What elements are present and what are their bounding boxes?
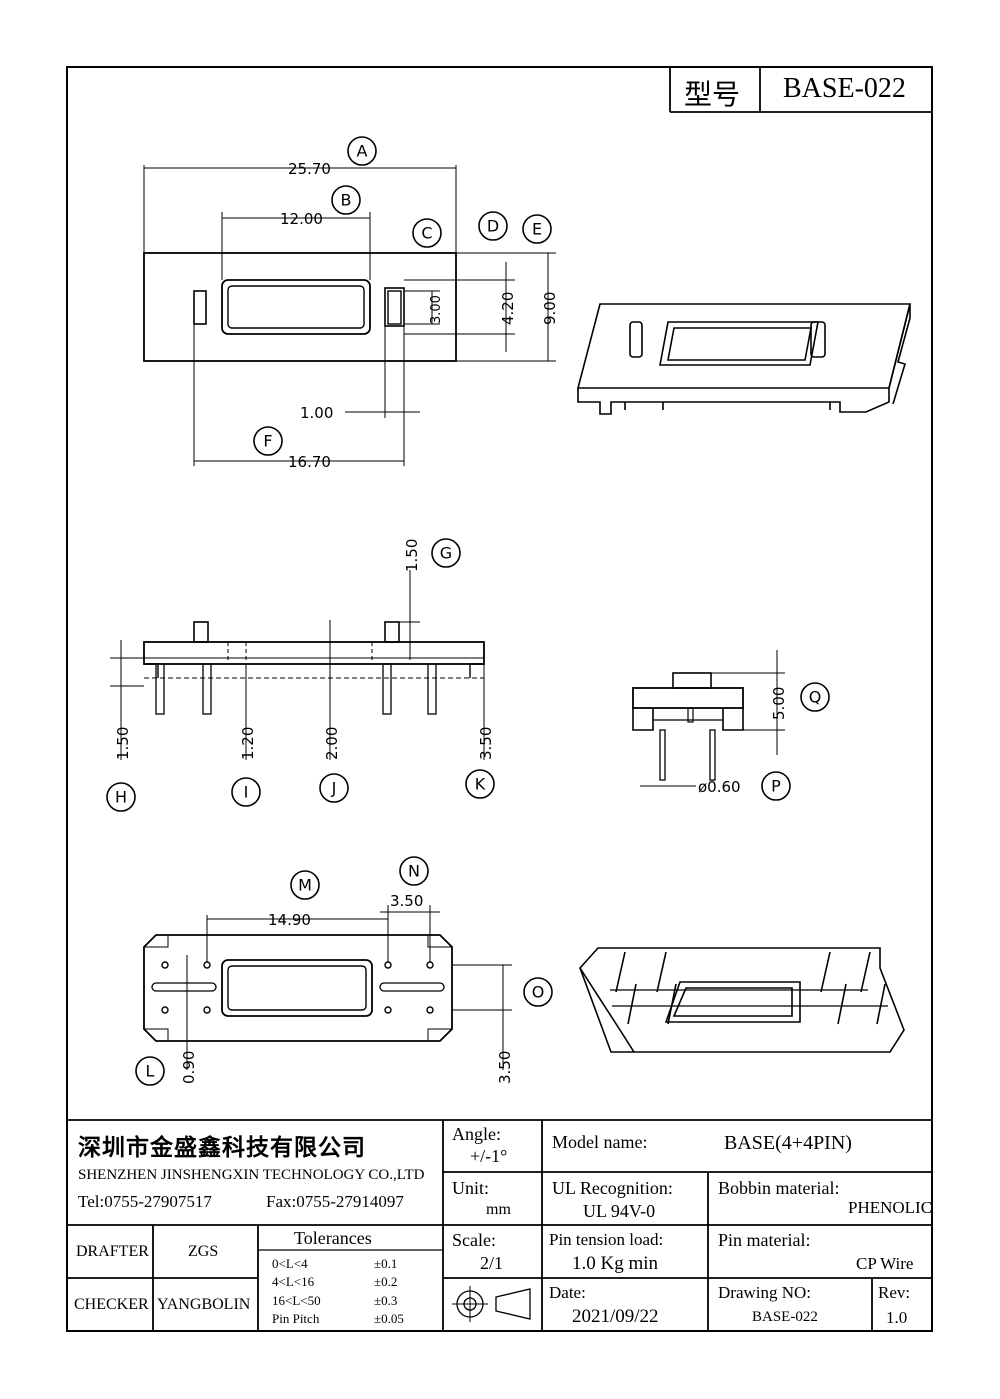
dim-B: 12.00 [280,210,323,228]
scale-value: 2/1 [480,1253,504,1273]
dim-P: ø0.60 [698,778,741,796]
dim-D: 4.20 [499,292,517,325]
isometric-bottom-view [578,947,905,1053]
unit-value: mm [486,1201,511,1218]
dim-E: 9.00 [541,292,559,325]
rev-label: Rev: [878,1283,911,1302]
tolerance-range: 16<L<50 [272,1293,321,1308]
pin-material-value: CP Wire [856,1254,914,1273]
pin-tension-value: 1.0 Kg min [572,1253,659,1274]
callout-J: J [331,779,337,798]
callout-I: I [244,783,249,802]
model-value: BASE-022 [783,73,906,104]
callout-N: N [408,862,420,881]
callout-Q: Q [809,688,822,707]
checker-label: CHECKER [74,1296,149,1313]
callout-C: C [421,224,432,243]
dim-L: 0.90 [180,1051,198,1084]
isometric-top-view [576,303,912,415]
ul-value: UL 94V-0 [583,1201,656,1221]
rev-value: 1.0 [886,1308,908,1327]
callout-G: G [440,544,452,563]
dim-K: 3.50 [477,727,495,760]
side-view [632,650,785,787]
dim-H: 1.50 [114,727,132,760]
ul-label: UL Recognition: [552,1178,673,1198]
callout-O: O [532,983,545,1002]
drafter-label: DRAFTER [76,1243,149,1260]
front-view [110,570,485,760]
drawing-no-value: BASE-022 [752,1309,818,1325]
bobbin-label: Bobbin material: [718,1178,840,1198]
tolerance-range: Pin Pitch [272,1311,320,1326]
tolerance-range: 4<L<16 [272,1274,315,1289]
company-fax: Fax:0755-27914097 [266,1192,404,1211]
scale-label: Scale: [452,1230,496,1250]
unit-label: Unit: [452,1178,490,1198]
dim-Q: 5.00 [770,687,788,720]
dim-N: 3.50 [390,892,423,910]
callout-M: M [298,876,312,895]
callout-L: L [146,1062,155,1081]
callout-E: E [532,220,542,239]
tolerance-value: ±0.3 [374,1293,398,1308]
drawing-no-label: Drawing NO: [718,1283,812,1302]
callout-F: F [263,432,272,451]
bobbin-value: PHENOLIC [848,1198,933,1217]
dim-I: 1.20 [239,727,257,760]
tolerance-range: 0<L<4 [272,1256,308,1271]
tolerances-title: Tolerances [294,1228,372,1248]
date-label: Date: [549,1283,586,1302]
company-tel: Tel:0755-27907517 [78,1192,212,1211]
tolerance-value: ±0.1 [374,1256,398,1271]
bottom-view [142,905,512,1070]
drawing-frame [66,66,933,1332]
title-block-grid [66,66,933,1332]
tolerance-value: ±0.2 [374,1274,398,1289]
company-name-en: SHENZHEN JINSHENGXIN TECHNOLOGY CO.,LTD [78,1167,425,1183]
dim-M: 14.90 [268,911,311,929]
callout-H: H [115,788,127,807]
tolerance-value: ±0.05 [374,1311,404,1326]
dim-O: 3.50 [496,1051,514,1084]
dim-pin-width: 1.00 [300,404,333,422]
dim-F: 16.70 [288,453,331,471]
top-view [143,165,556,466]
dim-D-inner: 3.00 [429,295,444,324]
angle-value: +/-1° [470,1146,508,1166]
callout-A: A [357,142,368,161]
company-name-cn: 深圳市金盛鑫科技有限公司 [78,1135,366,1161]
model-name-value: BASE(4+4PIN) [724,1132,852,1154]
drafter-value: ZGS [188,1243,219,1260]
date-value: 2021/09/22 [572,1306,659,1327]
dim-A: 25.70 [288,160,331,178]
pin-tension-label: Pin tension load: [549,1230,664,1249]
model-label: 型号 [684,78,741,111]
model-name-label: Model name: [552,1132,648,1152]
pin-material-label: Pin material: [718,1230,811,1250]
dim-J: 2.00 [323,727,341,760]
angle-label: Angle: [452,1124,501,1144]
callout-D: D [487,217,499,236]
callout-B: B [341,191,352,210]
callout-P: P [771,777,781,796]
checker-value: YANGBOLIN [157,1296,251,1313]
dim-G: 1.50 [403,539,421,572]
callout-K: K [475,775,486,794]
